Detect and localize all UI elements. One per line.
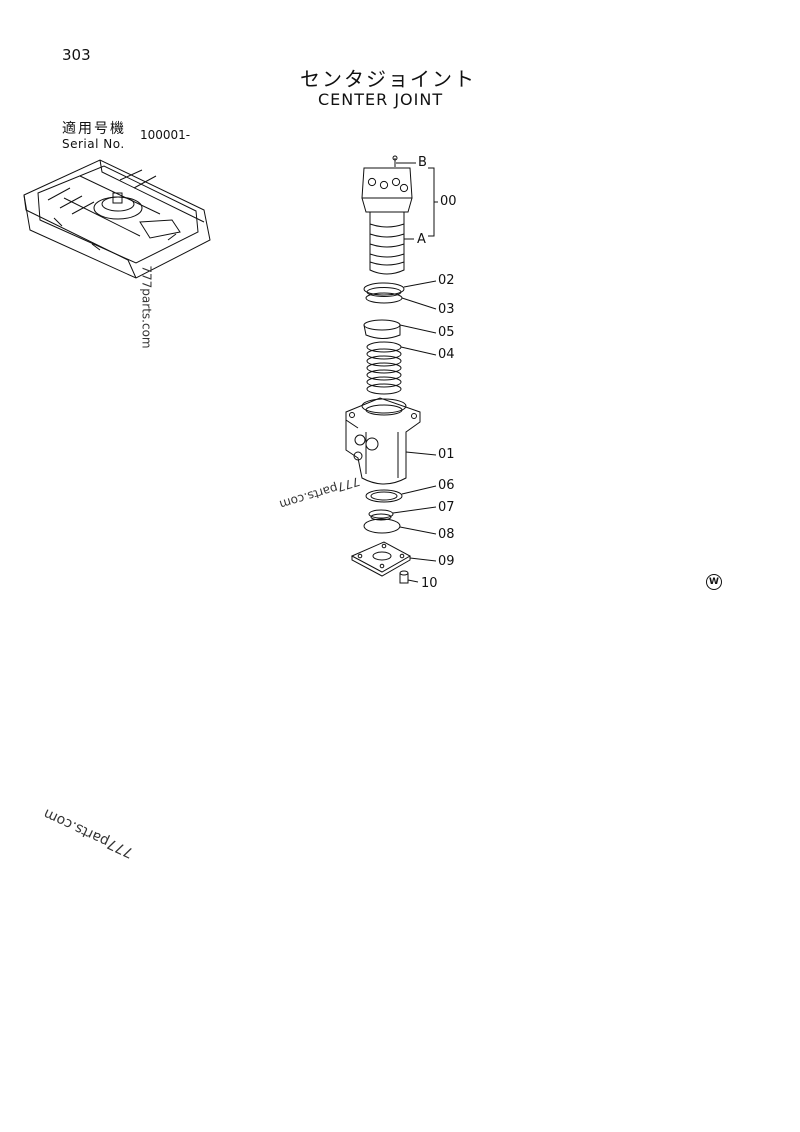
part-07-ring <box>368 509 394 521</box>
callout-B: B <box>418 155 427 170</box>
callout-07: 07 <box>438 500 455 515</box>
serial-value: 100001- <box>140 128 191 142</box>
part-05-ring <box>363 319 401 339</box>
part-10-bolt <box>399 570 409 584</box>
callout-06: 06 <box>438 478 455 493</box>
part-09-cover-plate <box>350 541 412 577</box>
part-06-seal <box>365 489 403 503</box>
callout-A: A <box>417 232 426 247</box>
spindle-assembly <box>361 155 413 275</box>
part-04-o-rings <box>366 341 402 395</box>
title-japanese: センタジョイント <box>300 67 476 91</box>
callout-04: 04 <box>438 347 455 362</box>
part-01-body <box>345 397 421 485</box>
callout-03: 03 <box>438 302 455 317</box>
callout-10: 10 <box>421 576 438 591</box>
callout-01: 01 <box>438 447 455 462</box>
callout-05: 05 <box>438 325 455 340</box>
page-number: 303 <box>62 46 91 64</box>
callout-08: 08 <box>438 527 455 542</box>
leader-lines <box>392 162 438 583</box>
serial-label-japanese: 適用号機 <box>62 121 126 137</box>
callout-09: 09 <box>438 554 455 569</box>
part-02-seal <box>363 282 405 297</box>
undercarriage-thumbnail-icon <box>23 159 211 279</box>
title-english: CENTER JOINT <box>318 90 444 109</box>
serial-label-english: Serial No. <box>62 137 125 151</box>
part-08-disc <box>363 518 401 534</box>
w-mark-icon: W <box>706 574 722 590</box>
watermark-1: 777parts.com <box>139 265 154 349</box>
callout-00: 00 <box>440 194 457 209</box>
callout-02: 02 <box>438 273 455 288</box>
